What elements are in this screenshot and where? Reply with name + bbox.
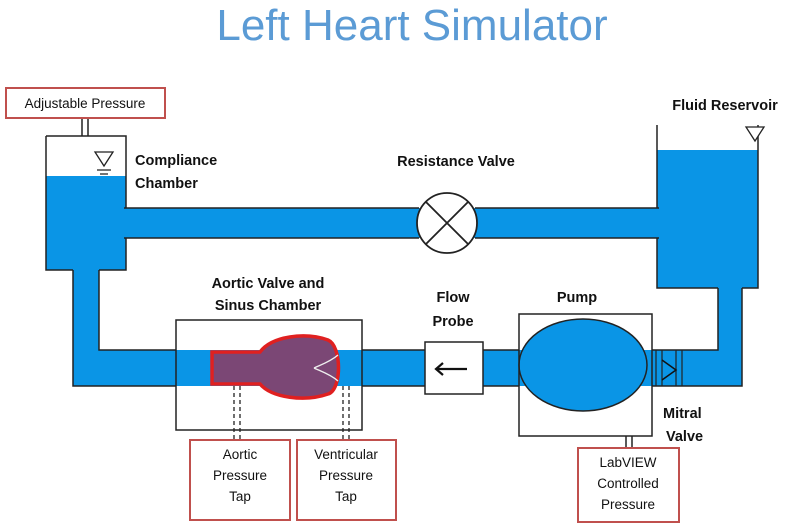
bottom-pipe-outline — [362, 349, 519, 387]
flow-probe — [424, 341, 484, 395]
resistance-valve-label: Resistance Valve — [397, 154, 515, 170]
flow-direction-arrow-icon — [434, 362, 467, 376]
flow-probe-label-2: Probe — [432, 314, 473, 330]
flow-probe-label-1: Flow — [436, 290, 470, 306]
aortic-tap-box — [189, 439, 291, 521]
aortic-valve-leaflets — [313, 354, 339, 382]
top-pipe-outline — [124, 207, 659, 239]
ventricular-tap-box — [296, 439, 397, 521]
ventricular-tap-label-3: Tap — [335, 489, 357, 504]
pump-label: Pump — [557, 290, 597, 306]
pump-box — [518, 313, 653, 437]
fluid-reservoir-fluid — [657, 150, 758, 288]
labview-label-2: Controlled — [597, 476, 659, 491]
compliance-chamber-outline — [45, 135, 127, 271]
reservoir-level-triangle-icon — [744, 126, 766, 143]
labview-box — [577, 447, 680, 523]
fluid — [46, 150, 758, 411]
resistance-valve — [416, 192, 478, 254]
aortic-tap-label-2: Pressure — [213, 468, 267, 483]
mitral-valve-walls — [655, 350, 683, 386]
top-horizontal-pipe — [124, 208, 659, 238]
labview-label-3: Pressure — [601, 497, 655, 512]
label-boxes — [5, 87, 680, 523]
pressure-tap-lines — [233, 386, 350, 440]
mitral-valve-label-1: Mitral — [663, 406, 702, 422]
mitral-valve-label-2: Valve — [666, 429, 703, 445]
mitral-valve-flap-icon — [661, 359, 678, 381]
pump-connector — [625, 436, 633, 448]
fluid-reservoir-label: Fluid Reservoir — [672, 98, 778, 114]
page-title: Left Heart Simulator — [216, 1, 607, 50]
adjustable-pressure-box — [5, 87, 166, 119]
left-vertical-pipe — [73, 268, 99, 362]
adjustable-pressure-label: Adjustable Pressure — [25, 96, 146, 111]
resistance-valve-x-icon — [425, 201, 469, 245]
pressure-connector — [81, 118, 89, 136]
outlines — [45, 125, 759, 412]
compliance-chamber-label-1: Compliance — [135, 153, 217, 169]
aortic-sinus-chamber-box — [175, 319, 363, 431]
fluid-reservoir-outline — [656, 125, 759, 289]
compliance-chamber-label-2: Chamber — [135, 176, 198, 192]
ventricular-tap-label-2: Pressure — [319, 468, 373, 483]
aortic-tap-label-1: Aortic — [223, 447, 258, 462]
ventricular-tap-line — [342, 386, 350, 440]
left-pipe-outline — [72, 270, 176, 387]
aortic-sinus-shape — [210, 334, 341, 400]
aortic-valve-label-2: Sinus Chamber — [215, 298, 322, 314]
aortic-valve-label-1: Aortic Valve and — [212, 276, 325, 292]
aortic-tap-line — [233, 386, 241, 440]
ventricular-tap-label-1: Ventricular — [314, 447, 378, 462]
mitral-valve — [655, 350, 683, 386]
aortic-tap-label-3: Tap — [229, 489, 251, 504]
labview-label-1: LabVIEW — [599, 455, 656, 470]
compliance-chamber-fluid — [46, 176, 126, 270]
compliance-level-triangle-icon — [93, 151, 115, 175]
pump-chamber — [519, 319, 647, 411]
